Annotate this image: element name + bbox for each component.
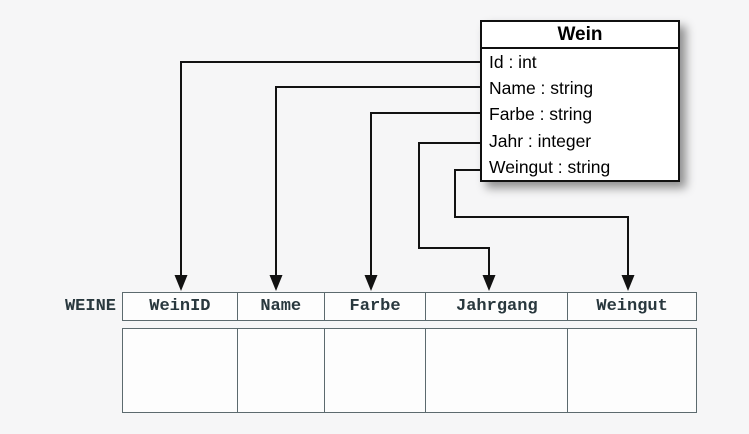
- table-cell-empty: [123, 329, 237, 412]
- column-header: WeinID: [149, 297, 211, 316]
- mapping-line-id: [180, 61, 480, 275]
- arrowhead-icon: [482, 275, 496, 291]
- table-name-label: WEINE: [64, 297, 116, 316]
- column-header: Weingut: [567, 293, 696, 320]
- class-attribute: Id : int: [489, 52, 537, 72]
- column-header: Jahrgang: [425, 293, 567, 320]
- table-cell-empty: [567, 329, 696, 412]
- mapping-line-jahr: [418, 142, 490, 275]
- arrowhead-icon: [621, 275, 635, 291]
- class-attribute: Weingut : string: [489, 156, 611, 177]
- table-cell-empty: [425, 329, 567, 412]
- mapping-line-weingut: [454, 169, 629, 275]
- class-attribute: Name : string: [489, 78, 594, 99]
- table-cell-empty: [323, 329, 426, 412]
- table-cell-empty: [236, 329, 324, 412]
- class-title: Wein: [482, 22, 678, 49]
- column-header: Name: [236, 293, 324, 320]
- arrowhead-icon: [269, 275, 283, 291]
- arrowhead-icon: [174, 275, 188, 291]
- table-body-row: [122, 328, 697, 413]
- column-header: Farbe: [323, 293, 426, 320]
- mapping-line-farbe: [370, 112, 480, 275]
- arrowhead-icon: [364, 275, 378, 291]
- mapping-line-name: [275, 86, 480, 275]
- class-attribute: Jahr : integer: [489, 130, 592, 151]
- class-attribute: Farbe : string: [489, 104, 593, 125]
